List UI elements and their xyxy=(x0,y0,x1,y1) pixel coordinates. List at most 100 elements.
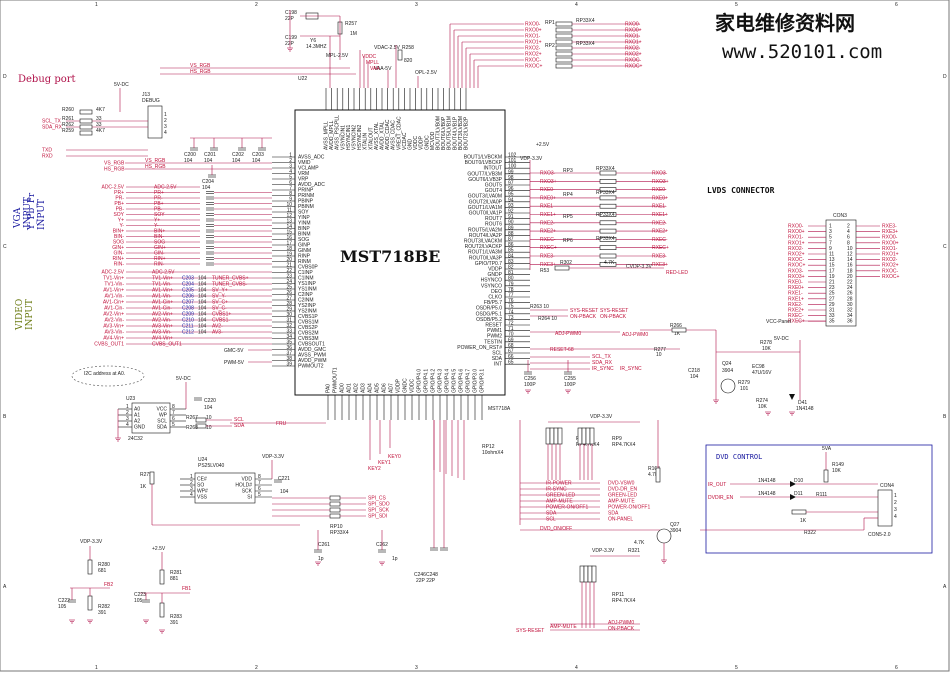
svg-text:INPUT: INPUT xyxy=(37,199,47,230)
rp-value: RP33X4 xyxy=(576,18,595,24)
top-net: MPLL xyxy=(366,60,379,66)
rx-net-left: RXO2+ xyxy=(525,52,542,58)
pin-signal: C1INM xyxy=(298,276,314,282)
net-label: SDA_RX xyxy=(592,360,613,366)
pin-signal: AD2 xyxy=(354,383,360,393)
led-res xyxy=(554,265,570,271)
lvds-net-left: RXEC+ xyxy=(788,319,805,325)
pin-number: 90 xyxy=(508,220,514,226)
rp-resistor xyxy=(599,245,617,250)
vga-net: SOG xyxy=(113,240,124,246)
pin-signal: VDDP xyxy=(488,267,503,273)
svg-text:Y_Pb_Pr: Y_Pb_Pr xyxy=(27,192,37,231)
resistor-ref: R274 xyxy=(756,398,768,404)
pin-number: 81 xyxy=(508,270,514,276)
lvds-net-left: RXO1- xyxy=(788,235,804,241)
connector-pin: 5 xyxy=(829,235,832,241)
transistor-value: 3904 xyxy=(670,528,681,534)
pin-signal: BOUT2/LVB2P xyxy=(464,116,470,150)
pin-signal: PRINM xyxy=(298,193,314,199)
resistor-value: 681 xyxy=(98,568,107,574)
resistor-ref: R267 xyxy=(186,415,198,421)
connector-pin: 35 xyxy=(829,319,835,325)
pin-number: 73 xyxy=(508,315,514,321)
dvd-on-net: DVD_ON/OFF xyxy=(540,526,572,532)
top-sync-net: VS_RGB xyxy=(190,63,211,69)
net-label: SYS-RESET xyxy=(570,308,598,314)
cap-value: 104 xyxy=(198,306,207,312)
pin-signal: ROUT5/LVA2M xyxy=(468,227,502,233)
pin-signal: SI xyxy=(247,495,252,501)
rx-mid-net-right: RXE3- xyxy=(652,254,667,260)
resistor-ref: R259 xyxy=(62,128,74,134)
pin-signal: GINM xyxy=(298,248,311,254)
video-net: TV1-Vin- xyxy=(104,282,124,288)
net-label: RED-LED xyxy=(666,270,688,276)
pin-number: 75 xyxy=(508,304,514,310)
pin-number: 11 xyxy=(287,208,292,214)
resistor-value: 101 xyxy=(740,386,749,392)
connector-pin: 1 xyxy=(829,224,832,230)
debug-net: RXD xyxy=(42,154,53,160)
diode-ref: D41 xyxy=(798,400,807,406)
pin-signal: SCL xyxy=(492,351,502,357)
pin-signal: PWMOUT2 xyxy=(298,364,324,370)
watermark-title: 家电维修资料网 xyxy=(715,11,855,35)
cap-value: 104 xyxy=(280,489,289,495)
key-net: KEY1 xyxy=(378,460,391,466)
res xyxy=(823,469,829,483)
rx-mid-net-right: RXO3- xyxy=(652,171,668,177)
sync-net-right: VS_RGB xyxy=(145,158,166,164)
pin-signal: ROUT0/LVA3P xyxy=(469,255,503,261)
diode-ref: D10 xyxy=(794,478,803,484)
rp-resistor xyxy=(599,203,617,209)
net-label: VDAC-2.5V xyxy=(374,45,401,51)
pin-number: 37 xyxy=(286,351,292,357)
pin-signal: YS1INP xyxy=(298,281,316,287)
pin-signal: MCVDD xyxy=(430,131,436,150)
border-mark-bottom: 5 xyxy=(735,665,738,671)
vga-net: PB- xyxy=(116,207,125,213)
rx-net-left: RXO0- xyxy=(525,22,541,28)
border-mark-left: B xyxy=(3,414,7,420)
pin-signal: GOUT5 xyxy=(485,183,502,189)
vga-net: ADC-2.5V xyxy=(101,185,124,191)
rp-value: RP33X4 xyxy=(596,190,615,196)
rp-value: RP33X4 xyxy=(596,212,615,218)
pin-signal: AVSS_CDAC xyxy=(391,120,397,150)
eeprom-net: SDA xyxy=(234,423,245,429)
vga-net-inner: GIN+ xyxy=(154,245,166,251)
dvd-control-block: IR_OUTDVDIR_EN1N41481N4148D10D115VAR1491… xyxy=(700,446,897,536)
rx-mid-net: RXE0+ xyxy=(540,195,556,201)
pin-signal: OSDB/P5.2 xyxy=(476,317,502,323)
pin-signal: VSYNCIN1 xyxy=(340,125,346,150)
vga-net: PR- xyxy=(115,196,124,202)
pin-signal: VMID xyxy=(298,160,311,166)
video-net-right: SV_Y+ xyxy=(212,288,228,294)
res xyxy=(87,559,93,575)
pin-signal: PBINP xyxy=(298,199,314,205)
resistor-value: 1K xyxy=(674,331,681,337)
eeprom-name: 24C32 xyxy=(128,436,143,442)
resistor-ref: R258 xyxy=(402,45,414,51)
rp-ref: RP11 xyxy=(612,592,624,598)
pin-signal: BOUT4/LVB1P xyxy=(452,116,458,150)
connector-pin: 1 xyxy=(164,112,167,118)
pin-number: 69 xyxy=(508,337,514,343)
rx-net-right: RXO1+ xyxy=(625,40,642,46)
connector-pin: 18 xyxy=(847,268,853,274)
rp-value: RP33X4 xyxy=(596,236,615,242)
resistor-ref: R268 xyxy=(186,425,198,431)
connector-pin: 20 xyxy=(847,274,853,280)
vga-net-inner: PR- xyxy=(154,196,163,202)
pin-signal: GNDC xyxy=(403,378,409,393)
cap-ref: C202 xyxy=(232,152,244,158)
rp-ref: RP3 xyxy=(563,168,573,174)
resistor-ref: R278 xyxy=(760,340,772,346)
pin-number: 83 xyxy=(508,259,514,265)
pin-signal: FB/P5.7 xyxy=(484,300,502,306)
pin-signal: GOUT0/LVA1P xyxy=(469,211,503,217)
i2c-note: I2C address at A0. xyxy=(84,371,125,377)
pin-number: 2 xyxy=(126,410,129,416)
